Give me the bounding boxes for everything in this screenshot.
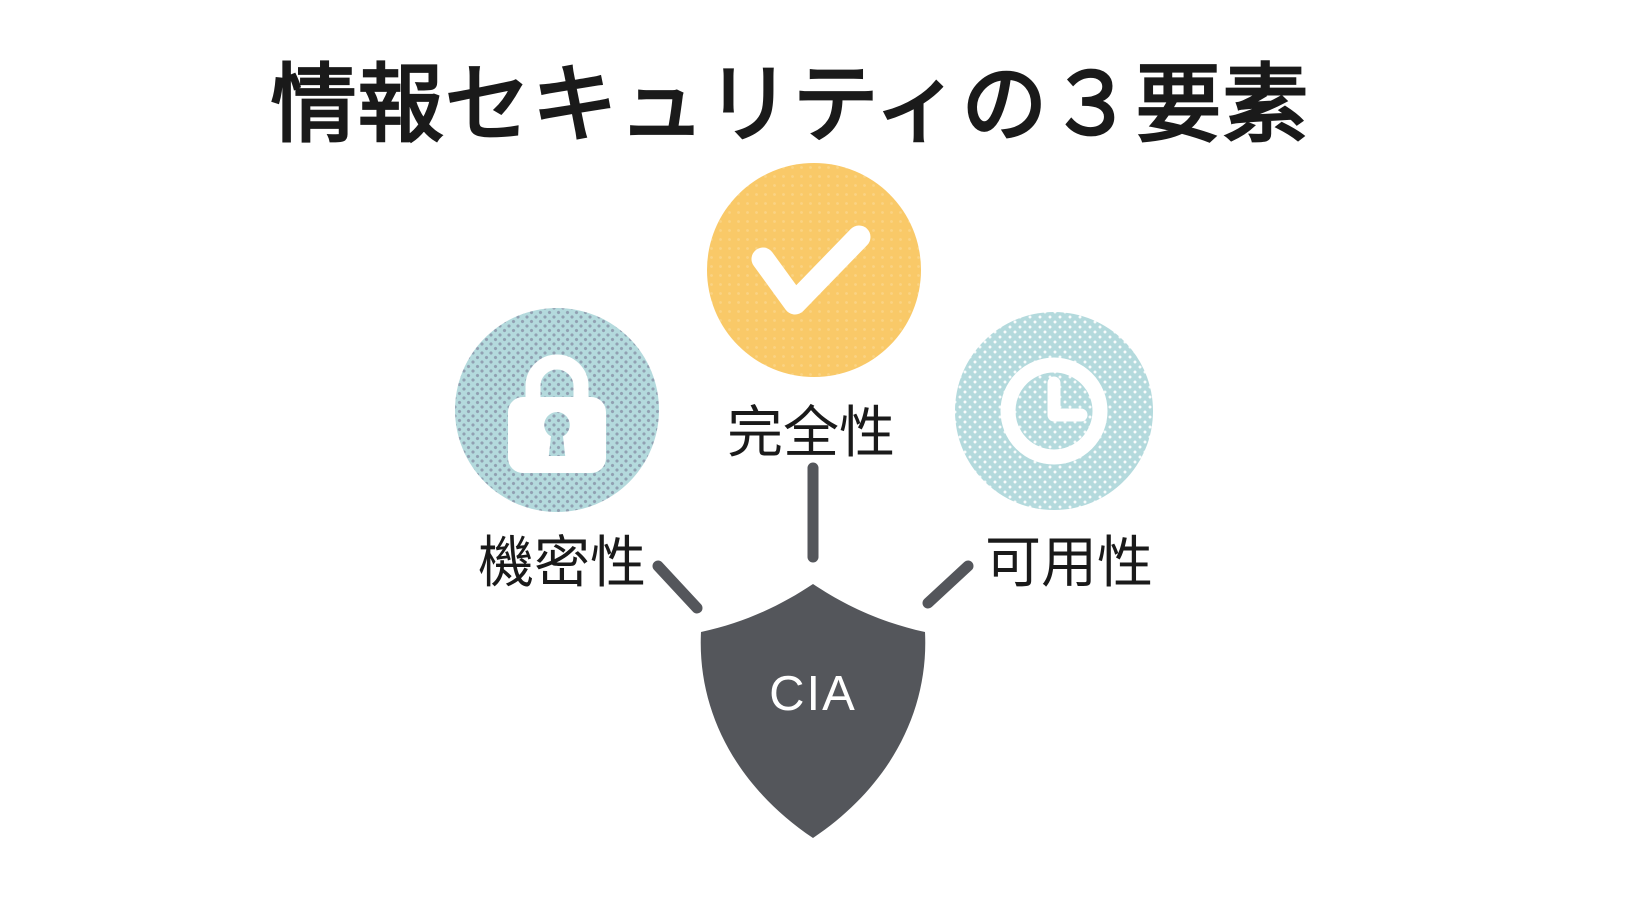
availability-circle (955, 312, 1153, 510)
clock-icon (1000, 357, 1108, 465)
integrity-label: 完全性 (727, 401, 895, 464)
availability-label: 可用性 (985, 531, 1153, 594)
page-title: 情報セキュリティの３要素 (270, 57, 1310, 153)
confidentiality-label: 機密性 (478, 531, 646, 594)
lock-icon (508, 354, 606, 473)
cia-shield: CIA (697, 582, 929, 840)
shield-icon (700, 584, 926, 838)
check-icon (751, 225, 871, 315)
confidentiality-circle (455, 308, 659, 512)
integrity-circle (707, 163, 921, 377)
cia-label: CIA (769, 667, 857, 721)
